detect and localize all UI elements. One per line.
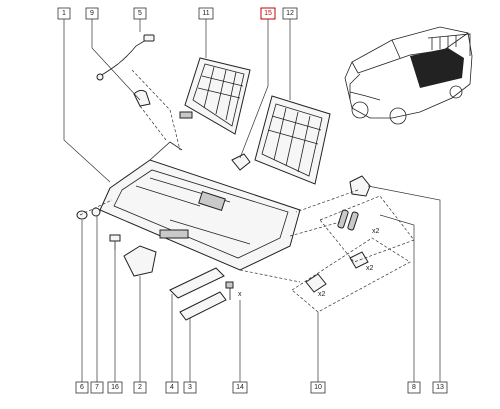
svg-text:11: 11 [202,10,209,17]
callout-2: 2 [133,381,147,394]
part-clip-10 [305,273,327,293]
part-clip-x2 [349,251,369,269]
part-backrest-frame-left [179,57,251,135]
callout-13: 13 [432,381,448,394]
svg-text:1: 1 [62,10,66,17]
part-seat-base [99,141,301,271]
callout-7: 7 [90,381,104,394]
group-frame-10 [291,237,411,313]
callout-14: 14 [232,381,248,394]
svg-text:9: 9 [90,10,94,17]
quantity-label-clip-10: x2 [318,291,326,298]
part-cable [96,34,155,81]
svg-text:6: 6 [80,384,84,391]
svg-text:15: 15 [264,10,272,17]
svg-text:8: 8 [412,384,416,391]
svg-text:4: 4 [170,384,174,391]
part-bolt-16 [109,234,121,250]
callout-8: 8 [407,381,421,394]
part-clip-9 [133,89,151,107]
part-hinge-2 [123,245,157,277]
callout-6: 6 [75,381,89,394]
callout-16: 16 [107,381,123,394]
callout-11: 11 [198,7,214,20]
callout-15: 15 [260,7,276,20]
part-grommet-7 [91,207,101,217]
callout-4: 4 [165,381,179,394]
part-pins-8 [337,209,359,231]
quantity-label-x: x [238,291,242,298]
part-screw-14 [225,281,234,300]
quantity-label-pins: x2 [372,228,380,235]
highlighted-rear-area [410,48,464,88]
svg-text:13: 13 [436,384,444,391]
svg-text:14: 14 [236,384,244,391]
leader-lines [63,18,441,382]
svg-text:10: 10 [314,384,322,391]
part-trim-3 [179,291,227,321]
svg-text:12: 12 [286,10,294,17]
part-latch-15 [231,153,251,171]
group-frame-8 [319,195,415,263]
svg-text:16: 16 [111,384,119,391]
callout-3: 3 [183,381,197,394]
part-bracket-13 [349,175,371,197]
vehicle-illustration [344,26,473,125]
svg-text:5: 5 [138,10,142,17]
callout-10: 10 [310,381,326,394]
quantity-label-clip: x2 [366,265,374,272]
svg-text:7: 7 [95,384,99,391]
callout-5: 5 [133,7,147,20]
part-trim-4 [169,267,225,299]
callout-1: 1 [57,7,71,20]
part-cap-6 [76,210,88,220]
svg-text:3: 3 [188,384,192,391]
callout-12: 12 [282,7,298,20]
svg-text:2: 2 [138,384,142,391]
part-backrest-frame-right [254,95,331,185]
callout-9: 9 [85,7,99,20]
